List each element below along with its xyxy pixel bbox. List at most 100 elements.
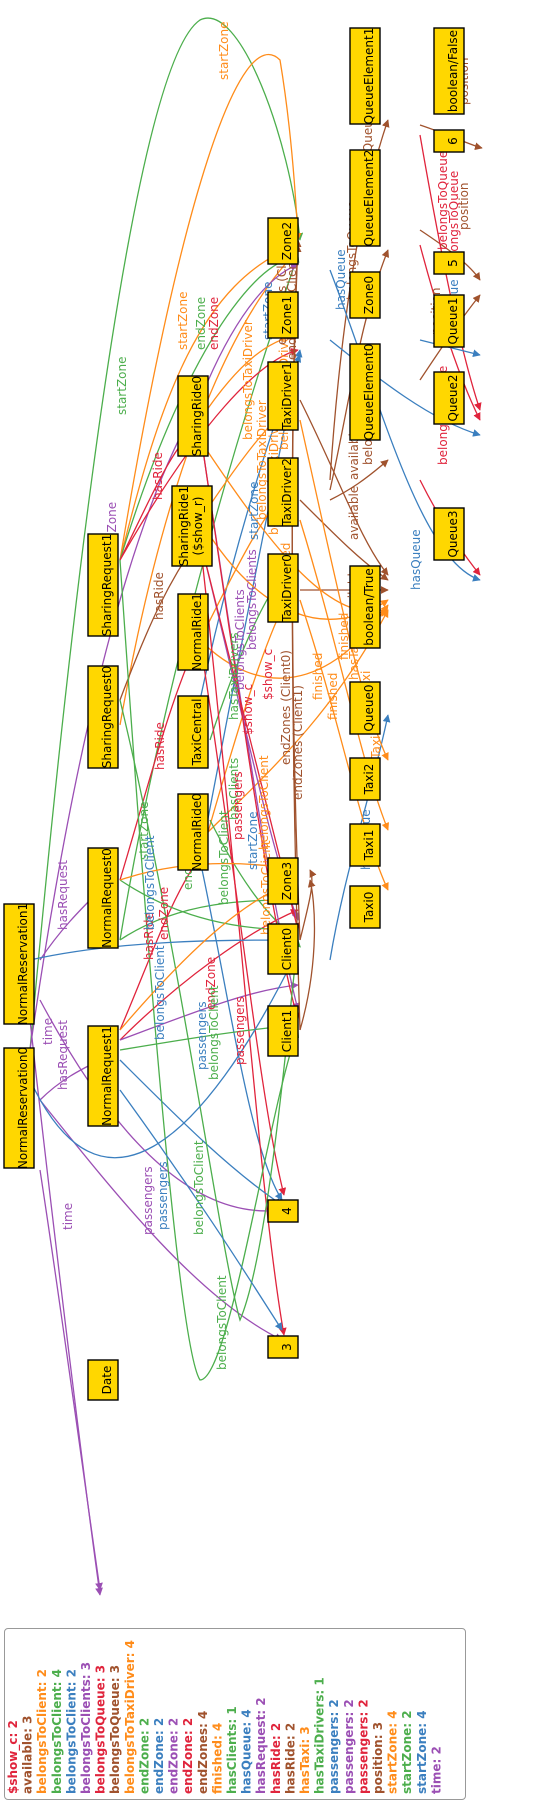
- node-normalride1[interactable]: NormalRide1: [177, 593, 209, 671]
- label-startZone: startZone: [115, 357, 129, 416]
- node-normalrequest0[interactable]: NormalRequest0: [87, 847, 119, 949]
- node-normalride0[interactable]: NormalRide0: [177, 793, 209, 871]
- node-zone3[interactable]: Zone3: [267, 857, 299, 905]
- legend-entry: hasTaxiDrivers: 1: [313, 1677, 327, 1794]
- label-belongsToClient: belongsToClient: [143, 835, 157, 930]
- svg-text:Queue2: Queue2: [446, 374, 460, 421]
- node-sharingrequest0[interactable]: SharingRequest0: [87, 665, 119, 769]
- label-passengers: passengers: [141, 1166, 155, 1235]
- edge-startZone: [119, 53, 302, 561]
- label-finished: finished: [337, 613, 351, 660]
- svg-text:TaxiDriver1: TaxiDriver1: [280, 362, 294, 431]
- edge-time: [39, 1169, 103, 1591]
- legend-entry: hasRide: 2: [269, 1723, 283, 1794]
- legend-entry: startZone: 2: [400, 1710, 414, 1794]
- node-taxicentral[interactable]: TaxiCentral: [177, 695, 209, 769]
- svg-text:TaxiCentral: TaxiCentral: [190, 699, 204, 767]
- legend-entry: belongsToQueue: 3: [108, 1665, 122, 1794]
- node-date[interactable]: Date: [87, 1359, 119, 1401]
- node-client0[interactable]: Client0: [267, 923, 299, 975]
- edge-belongsToClient: [119, 699, 301, 1322]
- node-taxidriver2[interactable]: TaxiDriver2: [267, 457, 299, 527]
- label-hasRide: hasRide: [152, 572, 166, 620]
- legend-entry: finished: 4: [210, 1723, 224, 1794]
- label-belongsToClient: belongsToClient: [192, 1140, 206, 1235]
- svg-text:QueueElement0: QueueElement0: [362, 344, 376, 441]
- svg-text:SharingRide1($show_r): SharingRide1($show_r): [177, 486, 205, 566]
- node-boolean-false[interactable]: boolean/False: [433, 27, 465, 115]
- legend-entry: belongsToClient: 4: [50, 1669, 64, 1794]
- label-endZone: endZone: [194, 297, 208, 350]
- label-startZone: startZone: [137, 802, 151, 861]
- label-position: position: [457, 182, 471, 230]
- node-3[interactable]: 3: [267, 1335, 299, 1359]
- node-taxi2[interactable]: Taxi2: [349, 757, 381, 801]
- edge-endZone: [119, 348, 299, 561]
- node-queueelement0[interactable]: QueueElement0: [349, 343, 381, 441]
- node-taxidriver0[interactable]: TaxiDriver0: [267, 553, 299, 623]
- svg-text:5: 5: [446, 259, 460, 267]
- legend-entry: time: 2: [429, 1746, 443, 1794]
- node-queue2[interactable]: Queue2: [433, 371, 465, 425]
- node-normalrequest1[interactable]: NormalRequest1: [87, 1025, 119, 1127]
- node-zone2[interactable]: Zone2: [267, 217, 299, 265]
- label-available: available: [347, 486, 361, 540]
- node-6[interactable]: 6: [433, 129, 465, 153]
- node-zone1[interactable]: Zone1: [267, 291, 299, 339]
- edge-endZones: [299, 869, 317, 941]
- node-boolean-true[interactable]: boolean/True: [349, 565, 381, 649]
- node-taxi1[interactable]: Taxi1: [349, 823, 381, 867]
- node-sharingrequest1[interactable]: SharingRequest1: [87, 533, 119, 637]
- svg-text:Zone1: Zone1: [280, 296, 294, 334]
- svg-text:boolean/False: boolean/False: [446, 30, 460, 112]
- legend-entry: passengers: 2: [356, 1699, 370, 1794]
- legend-entry: startZone: 4: [386, 1710, 400, 1794]
- node-sharingride0[interactable]: SharingRide0: [177, 375, 209, 457]
- label-endZone: endZone: [204, 957, 218, 1010]
- legend-entry: belongsToClient: 2: [64, 1669, 78, 1794]
- svg-text:SharingRide0: SharingRide0: [190, 376, 204, 456]
- node-queue1[interactable]: Queue1: [433, 294, 465, 348]
- legend-entry: hasClients: 1: [225, 1706, 239, 1794]
- node-4[interactable]: 4: [267, 1199, 299, 1223]
- node-5[interactable]: 5: [433, 251, 465, 275]
- edge-startZone: [29, 17, 304, 1051]
- node-taxi0[interactable]: Taxi0: [349, 885, 381, 929]
- legend-entry: hasTaxi: 3: [298, 1726, 312, 1794]
- svg-text:QueueElement1: QueueElement1: [362, 28, 376, 125]
- legend-entry: endZone: 2: [152, 1718, 166, 1794]
- legend-entry: endZones: 4: [196, 1711, 210, 1794]
- node-queueelement1[interactable]: QueueElement1: [349, 27, 381, 125]
- legend-entry: belongsToClient: 2: [35, 1669, 49, 1794]
- svg-text:QueueElement2: QueueElement2: [362, 150, 376, 247]
- label-belongsToClient: belongsToClient: [153, 945, 167, 1040]
- label-belongsToQueue: belongsToQueue: [447, 171, 461, 270]
- node-queue0[interactable]: Queue0: [349, 681, 381, 735]
- edge-endZone: [29, 263, 299, 1051]
- label-endZone: endZone: [157, 887, 171, 940]
- edge-hasQueue: [329, 269, 481, 582]
- label-belongsToClients: belongsToClients: [245, 549, 259, 650]
- svg-text:TaxiDriver0: TaxiDriver0: [280, 554, 294, 623]
- node-sharingride1[interactable]: SharingRide1($show_r): [171, 485, 213, 567]
- node-zone0[interactable]: Zone0: [349, 271, 381, 319]
- edge-passengers: [199, 539, 287, 1336]
- label-show-c: $show_c: [261, 649, 275, 700]
- node-normalreservation1[interactable]: NormalReservation1: [3, 903, 35, 1025]
- edge-passengers: [119, 1059, 283, 1206]
- node-queueelement2[interactable]: QueueElement2: [349, 149, 381, 247]
- label-belongsToClient: belongsToClient: [215, 1275, 229, 1370]
- legend-entry: startZone: 4: [415, 1710, 429, 1794]
- label-startZone: startZone: [246, 812, 260, 871]
- svg-text:Queue1: Queue1: [446, 297, 460, 344]
- node-taxidriver1[interactable]: TaxiDriver1: [267, 361, 299, 431]
- legend-entry: endZone: 2: [167, 1718, 181, 1794]
- node-client1[interactable]: Client1: [267, 1005, 299, 1057]
- node-queue3[interactable]: Queue3: [433, 507, 465, 561]
- label-hasRequest: hasRequest: [56, 1020, 70, 1090]
- node-normalreservation0[interactable]: NormalReservation0: [3, 1047, 35, 1169]
- edge-startZone: [119, 254, 300, 941]
- legend-entry: passengers: 2: [342, 1699, 356, 1794]
- label-passengers: passengers: [156, 1161, 170, 1230]
